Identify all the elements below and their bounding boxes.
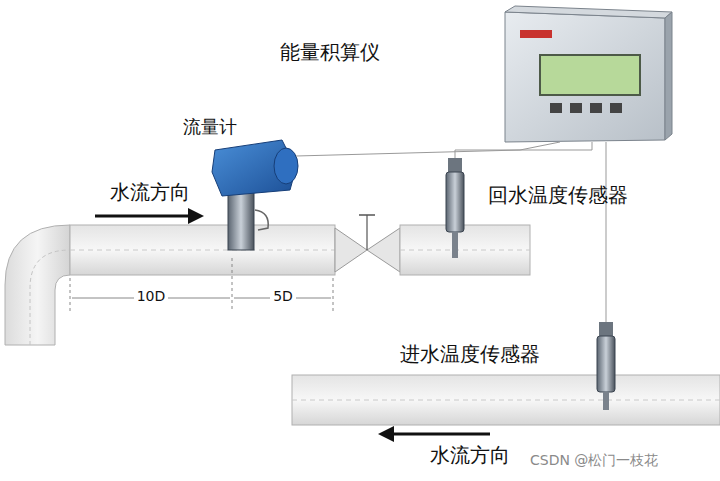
pipe-centerline (400, 250, 530, 251)
pipe-centerline (70, 250, 335, 251)
dimension-tick (333, 278, 334, 312)
calculator-housing (505, 12, 665, 142)
dimension-label: 10D (134, 288, 169, 305)
pipe-elbow (5, 225, 70, 345)
pipe-centerline (30, 250, 70, 345)
dimension-tick (70, 278, 71, 312)
supply-pipe (70, 225, 335, 275)
button (610, 103, 622, 113)
flow-direction-label: 水流方向 (430, 443, 510, 467)
flowmeter-stem (228, 188, 254, 250)
signal-wire (455, 142, 592, 158)
arrow-head (188, 208, 204, 224)
flow-arrow (392, 433, 490, 436)
brand-mark (520, 30, 552, 38)
device-label: 能量积算仪 (280, 40, 380, 64)
signal-wire (606, 142, 607, 322)
cable (255, 210, 268, 230)
valve-stem (366, 215, 367, 250)
flow-arrow (95, 215, 192, 218)
arrow-head (378, 426, 394, 442)
sensor-cap (448, 158, 462, 172)
button (570, 103, 582, 113)
calculator-side (665, 12, 672, 140)
flowmeter-cover (274, 148, 298, 184)
inlet-temp-sensor (597, 336, 615, 392)
sensor-label: 进水温度传感器 (400, 342, 540, 366)
inlet-pipe (292, 375, 720, 425)
watermark: CSDN @松门一枝花 (530, 452, 658, 469)
button (590, 103, 602, 113)
device-label: 流量计 (183, 116, 237, 138)
dimension-label: 5D (270, 288, 296, 305)
dimension-tick (232, 258, 233, 312)
lcd-screen (540, 55, 640, 95)
valve-handle (359, 214, 375, 216)
flow-direction-label: 水流方向 (110, 180, 190, 204)
sensor-cap (599, 322, 613, 336)
sensor-probe (452, 232, 458, 258)
return-pipe (400, 225, 530, 275)
sensor-label: 回水温度传感器 (488, 183, 628, 207)
signal-wire (296, 142, 560, 156)
calculator-top (505, 6, 672, 18)
return-temp-sensor (446, 172, 464, 232)
button (550, 103, 562, 113)
sensor-probe (603, 392, 609, 410)
pipe-centerline (292, 400, 720, 401)
